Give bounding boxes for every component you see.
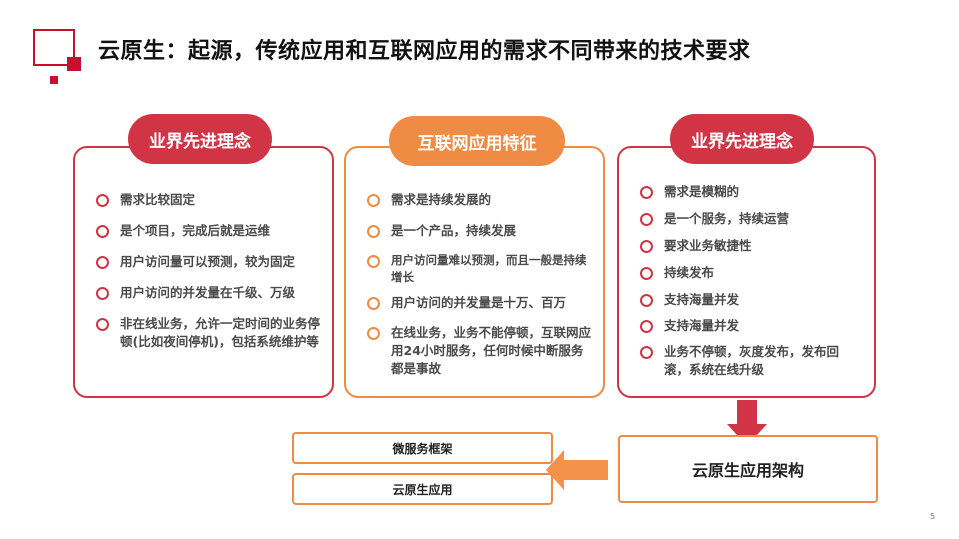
circle-bullet-icon xyxy=(96,287,109,300)
circle-bullet-icon xyxy=(640,186,653,199)
logo-square-large xyxy=(67,57,81,71)
circle-bullet-icon xyxy=(367,297,380,310)
logo-square-small xyxy=(50,76,58,84)
circle-bullet-icon xyxy=(640,240,653,253)
list-item: 需求比较固定 xyxy=(96,191,326,209)
microservice-framework-box: 微服务框架 xyxy=(292,432,553,464)
circle-bullet-icon xyxy=(640,346,653,359)
circle-bullet-icon xyxy=(96,194,109,207)
panel-cloud-native xyxy=(617,146,876,398)
arrow-down-icon xyxy=(727,400,767,446)
list-item: 需求是模糊的 xyxy=(640,183,865,201)
circle-bullet-icon xyxy=(640,213,653,226)
circle-bullet-icon xyxy=(367,255,380,268)
page-title: 云原生：起源，传统应用和互联网应用的需求不同带来的技术要求 xyxy=(98,39,751,64)
list-item: 业务不停顿，灰度发布，发布回滚，系统在线升级 xyxy=(640,343,865,379)
list-item: 需求是持续发展的 xyxy=(367,191,597,209)
page-number: 5 xyxy=(930,512,936,521)
circle-bullet-icon xyxy=(640,294,653,307)
list-item: 是一个服务，持续运营 xyxy=(640,210,865,228)
panel-2-list: 需求是持续发展的 是一个产品，持续发展 用户访问量难以预测，而且一般是持续增长 … xyxy=(367,191,597,378)
panel-3-list: 需求是模糊的 是一个服务，持续运营 要求业务敏捷性 持续发布 支持海量并发 支持… xyxy=(640,183,865,379)
circle-bullet-icon xyxy=(96,256,109,269)
panel-1-heading: 业界先进理念 xyxy=(128,114,272,164)
list-item: 用户访问的并发量在千级、万级 xyxy=(96,284,326,302)
panel-internet xyxy=(344,146,605,398)
list-item: 用户访问量难以预测，而且一般是持续增长 xyxy=(367,252,597,286)
circle-bullet-icon xyxy=(96,225,109,238)
circle-bullet-icon xyxy=(96,318,109,331)
list-item: 是一个产品，持续发展 xyxy=(367,222,597,240)
circle-bullet-icon xyxy=(367,225,380,238)
circle-bullet-icon xyxy=(367,327,380,340)
list-item: 用户访问量可以预测，较为固定 xyxy=(96,253,326,271)
list-item: 用户访问的并发量是十万、百万 xyxy=(367,294,597,312)
panel-traditional xyxy=(73,146,334,398)
list-item: 支持海量并发 xyxy=(640,291,865,309)
circle-bullet-icon xyxy=(367,194,380,207)
circle-bullet-icon xyxy=(640,320,653,333)
arrow-left-icon xyxy=(546,450,608,490)
list-item: 支持海量并发 xyxy=(640,317,865,335)
list-item: 在线业务，业务不能停顿，互联网应用24小时服务，任何时候中断服务都是事故 xyxy=(367,324,597,378)
list-item: 持续发布 xyxy=(640,264,865,282)
panel-2-heading: 互联网应用特征 xyxy=(389,116,565,166)
panel-1-list: 需求比较固定 是个项目，完成后就是运维 用户访问量可以预测，较为固定 用户访问的… xyxy=(96,191,326,351)
list-item: 是个项目，完成后就是运维 xyxy=(96,222,326,240)
circle-bullet-icon xyxy=(640,267,653,280)
cloud-native-architecture-box: 云原生应用架构 xyxy=(618,435,878,503)
list-item: 非在线业务，允许一定时间的业务停顿(比如夜间停机)，包括系统维护等 xyxy=(96,315,326,351)
logo-frame xyxy=(33,29,75,66)
cloud-native-application-box: 云原生应用 xyxy=(292,473,553,505)
logo-icon xyxy=(33,28,81,84)
list-item: 要求业务敏捷性 xyxy=(640,237,865,255)
panel-3-heading: 业界先进理念 xyxy=(670,114,814,164)
